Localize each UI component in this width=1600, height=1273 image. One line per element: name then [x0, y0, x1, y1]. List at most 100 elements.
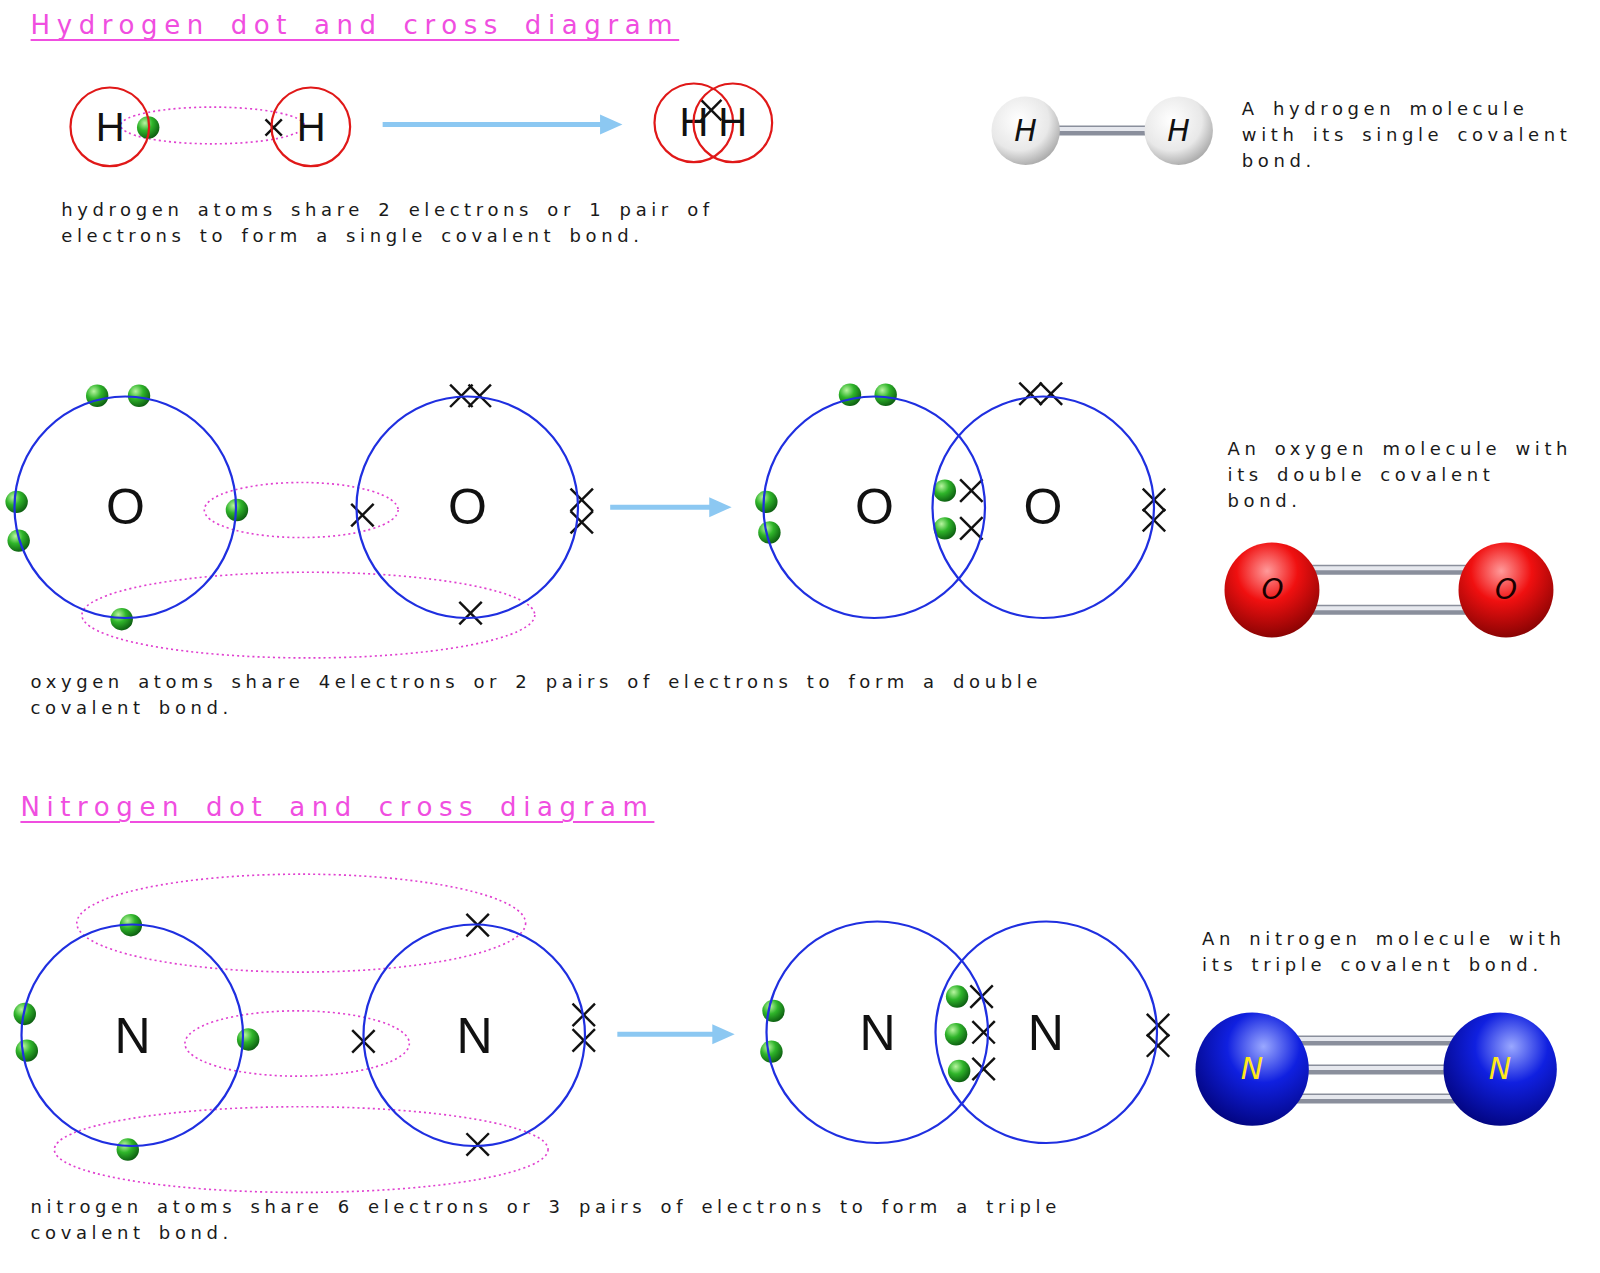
- cross-stroke: [960, 517, 982, 539]
- node-circle: [932, 396, 1153, 617]
- bond-line: [1307, 565, 1471, 575]
- element-symbol: O: [1023, 482, 1062, 532]
- element-symbol: O: [448, 482, 487, 532]
- molecule-note: A hydrogen molecule with its single cova…: [1242, 96, 1594, 174]
- element-symbol: H: [718, 102, 747, 142]
- element-symbol: H: [297, 107, 326, 147]
- cross-stroke: [1147, 1034, 1169, 1056]
- hydrogen-atom-shell: H: [692, 82, 774, 164]
- oxygen-ball: O: [1223, 541, 1321, 639]
- cross-stroke: [1147, 1034, 1169, 1056]
- arrow-head: [600, 114, 622, 134]
- cross-stroke: [1147, 1014, 1169, 1036]
- bond-highlight: [1307, 566, 1471, 570]
- bond-highlight: [1307, 606, 1471, 610]
- cross-stroke: [960, 517, 982, 539]
- element-symbol: N: [859, 1008, 895, 1058]
- cross-stroke: [1019, 383, 1041, 405]
- electron-dot: [110, 608, 132, 630]
- cross-stroke: [351, 504, 373, 526]
- atom-shell: N: [362, 923, 586, 1147]
- cross-stroke: [266, 119, 282, 135]
- atom-shell: N: [765, 920, 989, 1144]
- reaction-arrow: [610, 497, 731, 517]
- arrow-shaft: [610, 505, 715, 510]
- cross-stroke: [466, 1133, 488, 1155]
- bond-highlight: [1296, 1037, 1456, 1041]
- reaction-arrow: [383, 114, 623, 134]
- node-circle: [764, 396, 985, 617]
- element-symbol: O: [1261, 576, 1283, 604]
- cross-stroke: [1040, 383, 1062, 405]
- node-circle: [991, 96, 1059, 164]
- element-symbol: O: [855, 482, 894, 532]
- cross-stroke: [960, 479, 982, 501]
- cross-stroke: [1040, 383, 1062, 405]
- electron-dot: [948, 1060, 970, 1082]
- bond-line: [1047, 126, 1157, 136]
- electron-cross: [570, 489, 592, 511]
- node-circle: [693, 83, 772, 162]
- electron-cross: [351, 504, 373, 526]
- arrow-head: [709, 497, 731, 517]
- bond-line: [1296, 1093, 1456, 1103]
- electron-cross: [1040, 383, 1062, 405]
- sharing-ellipse: [185, 1011, 409, 1076]
- section-heading: Hydrogen dot and cross diagram: [31, 10, 680, 40]
- bond-highlight: [1047, 127, 1157, 131]
- element-symbol: N: [1241, 1054, 1263, 1084]
- cross-stroke: [570, 511, 592, 533]
- sharing-ellipse: [77, 874, 526, 972]
- electron-dot: [762, 1000, 784, 1022]
- nitrogen-ball: N: [1194, 1011, 1310, 1127]
- electron-cross: [459, 602, 481, 624]
- electron-layer: [5, 100, 1169, 1192]
- electron-cross: [960, 479, 982, 501]
- electron-cross: [960, 517, 982, 539]
- electron-dot: [934, 479, 956, 501]
- reaction-arrow: [617, 1024, 734, 1044]
- atom-shell: O: [13, 395, 237, 619]
- node-circle: [357, 396, 578, 617]
- hydrogen-atom-shell: H: [69, 86, 151, 168]
- electron-dot: [86, 385, 108, 407]
- node-circle: [1459, 542, 1554, 637]
- element-symbol: N: [115, 1011, 151, 1061]
- arrow-shaft: [383, 122, 607, 127]
- electron-dot: [945, 1023, 967, 1045]
- node-circle: [1225, 542, 1320, 637]
- electron-dot: [755, 491, 777, 513]
- electron-cross: [570, 511, 592, 533]
- node-circle: [935, 922, 1156, 1143]
- electron-dot: [874, 384, 896, 406]
- electron-cross: [1019, 383, 1041, 405]
- node-circle: [71, 87, 150, 166]
- cross-stroke: [972, 1021, 994, 1043]
- electron-cross: [1147, 1014, 1169, 1036]
- node-circle: [272, 87, 351, 166]
- bond-stick: [1307, 568, 1471, 610]
- element-symbol: N: [456, 1011, 492, 1061]
- atom-shell: O: [355, 395, 579, 619]
- cross-stroke: [266, 119, 282, 135]
- electron-cross: [266, 119, 282, 135]
- caption: nitrogen atoms share 6 electrons or 3 pa…: [31, 1194, 1072, 1246]
- node-circle: [22, 925, 243, 1146]
- electron-dot: [946, 985, 968, 1007]
- cross-stroke: [1147, 1014, 1169, 1036]
- bond-stick: [1047, 129, 1157, 131]
- cross-stroke: [1019, 383, 1041, 405]
- caption: hydrogen atoms share 2 electrons or 1 pa…: [61, 197, 796, 249]
- atom-shell: N: [20, 923, 244, 1147]
- element-symbol: H: [1014, 116, 1037, 146]
- node-circle: [767, 922, 988, 1143]
- cross-stroke: [570, 489, 592, 511]
- electron-dot: [117, 1138, 139, 1160]
- caption: oxygen atoms share 4electrons or 2 pairs…: [31, 669, 1143, 721]
- cross-stroke: [351, 504, 373, 526]
- electron-cross: [1147, 1034, 1169, 1056]
- molecule-note: An oxygen molecule with its double coval…: [1228, 436, 1580, 514]
